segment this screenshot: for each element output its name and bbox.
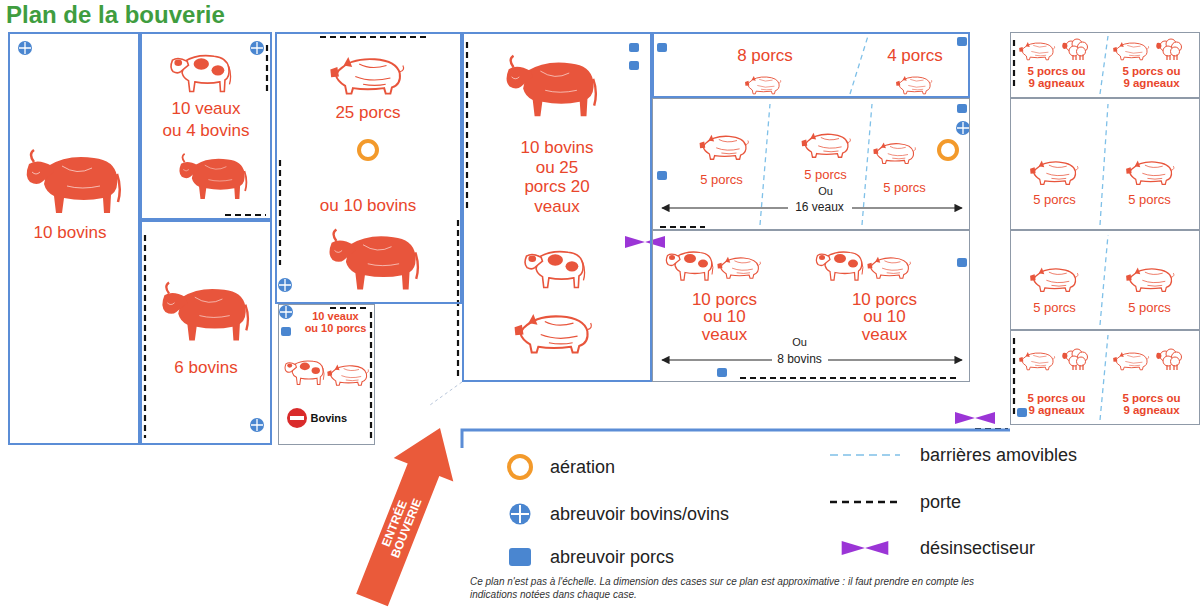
plan-drawing xyxy=(18,36,1182,440)
legend-symbol xyxy=(830,454,900,456)
pen-capacity: 5 porcs ou 9 agneaux xyxy=(1026,392,1088,417)
legend-symbol xyxy=(510,504,531,525)
insect-killer xyxy=(625,236,665,248)
pen-box: 6 bovins xyxy=(140,220,272,445)
pen-box: 8 porcs 4 porcs xyxy=(652,32,970,98)
pen-capacity: 5 porcs xyxy=(791,167,861,182)
pen-capacity: Ou xyxy=(811,184,841,197)
legend-text: désinsectiseur xyxy=(920,538,1035,559)
legend-text: abreuvoir porcs xyxy=(550,547,674,568)
pig-waterers xyxy=(281,37,1027,417)
movable-barriers xyxy=(760,36,1108,420)
legend-text: aération xyxy=(550,457,615,478)
legend-symbol xyxy=(509,548,531,566)
pen-capacity: 10 veaux ou 4 bovins xyxy=(162,98,251,142)
pen-box: 5 porcs5 porcsOu5 porcs16 veaux xyxy=(652,98,970,230)
no-entry-sign xyxy=(287,408,307,428)
legend-symbol xyxy=(509,456,531,478)
pen-capacity: 10 bovins ou 25 porcs 20 veaux xyxy=(517,138,597,216)
aeration-vents xyxy=(359,141,957,159)
cattle-waterers xyxy=(18,41,970,432)
pen-capacity: 10 porcs ou 10 veaux xyxy=(847,291,922,345)
pen-capacity: 10 bovins xyxy=(15,223,125,243)
scale-note: Ce plan n'est pas à l'échelle. La dimens… xyxy=(470,576,1010,601)
pen-capacity: 8 bovins xyxy=(774,353,826,367)
pen-capacity: 5 porcs ou 9 agneaux xyxy=(1026,65,1088,90)
pen-capacity: Bovins xyxy=(311,411,369,424)
pen-box: 25 porcs ou 10 bovins xyxy=(275,32,462,304)
legend-text: porte xyxy=(920,492,961,513)
pen-capacity: 5 porcs xyxy=(687,172,757,187)
pen-box: 5 porcs 5 porcs xyxy=(1010,98,1200,230)
pen-box: 5 porcs ou 9 agneaux 5 porcs ou 9 agneaux xyxy=(1010,32,1200,98)
pen-capacity: 10 porcs ou 10 veaux xyxy=(687,291,762,345)
pen-capacity: 5 porcs xyxy=(1119,300,1181,315)
pen-box: 10 veaux ou 4 bovins xyxy=(140,32,272,220)
legend-symbol xyxy=(842,541,889,555)
entry-arrow xyxy=(356,428,453,606)
plan-title: Plan de la bouverie xyxy=(6,1,225,29)
pen-capacity: 5 porcs xyxy=(1119,192,1181,207)
pen-capacity: 16 veaux xyxy=(789,201,851,215)
pen-capacity: 5 porcs xyxy=(1024,300,1086,315)
legend-text: abreuvoir bovins/ovins xyxy=(550,504,729,525)
pen-capacity: 5 porcs ou 9 agneaux xyxy=(1121,392,1183,417)
pen-box: 10 bovins xyxy=(8,32,140,445)
pen-capacity: ou 10 bovins xyxy=(293,196,443,216)
pen-capacity: 10 veaux ou 10 porcs xyxy=(304,310,367,335)
entrance-gap xyxy=(430,382,462,405)
pen-box: 5 porcs ou 9 agneaux 5 porcs ou 9 agneaux xyxy=(1010,330,1200,425)
pen-capacity: 5 porcs ou 9 agneaux xyxy=(1121,65,1183,90)
pen-capacity: 25 porcs xyxy=(293,103,443,123)
pen-capacity: 6 bovins xyxy=(151,358,261,378)
legend-text: barrières amovibles xyxy=(920,445,1077,466)
insect-killer xyxy=(955,412,995,424)
pen-capacity: 5 porcs xyxy=(872,180,938,195)
pen-capacity: 4 porcs xyxy=(875,46,955,66)
pen-box: 10 porcs ou 10 veaux 10 porcs ou 10 veaux… xyxy=(652,230,970,382)
pen-box: 5 porcs 5 porcs xyxy=(1010,230,1200,330)
plan-layer: 10 bovins 10 veaux ou 4 bovins 6 bovins 25 … xyxy=(0,20,1200,440)
entry-label: ENTRÉE BOUVERIE xyxy=(373,482,429,570)
pen-capacity: Ou xyxy=(785,335,815,348)
pen-box: 10 veaux ou 10 porcsBovins xyxy=(278,304,375,445)
pen-box: 10 bovins ou 25 porcs 20 veaux xyxy=(462,32,652,382)
animal-illustrations xyxy=(27,39,1182,385)
pen-capacity: 5 porcs xyxy=(1024,192,1086,207)
pen-capacity: 8 porcs xyxy=(725,46,805,66)
legend-symbol xyxy=(830,501,900,504)
